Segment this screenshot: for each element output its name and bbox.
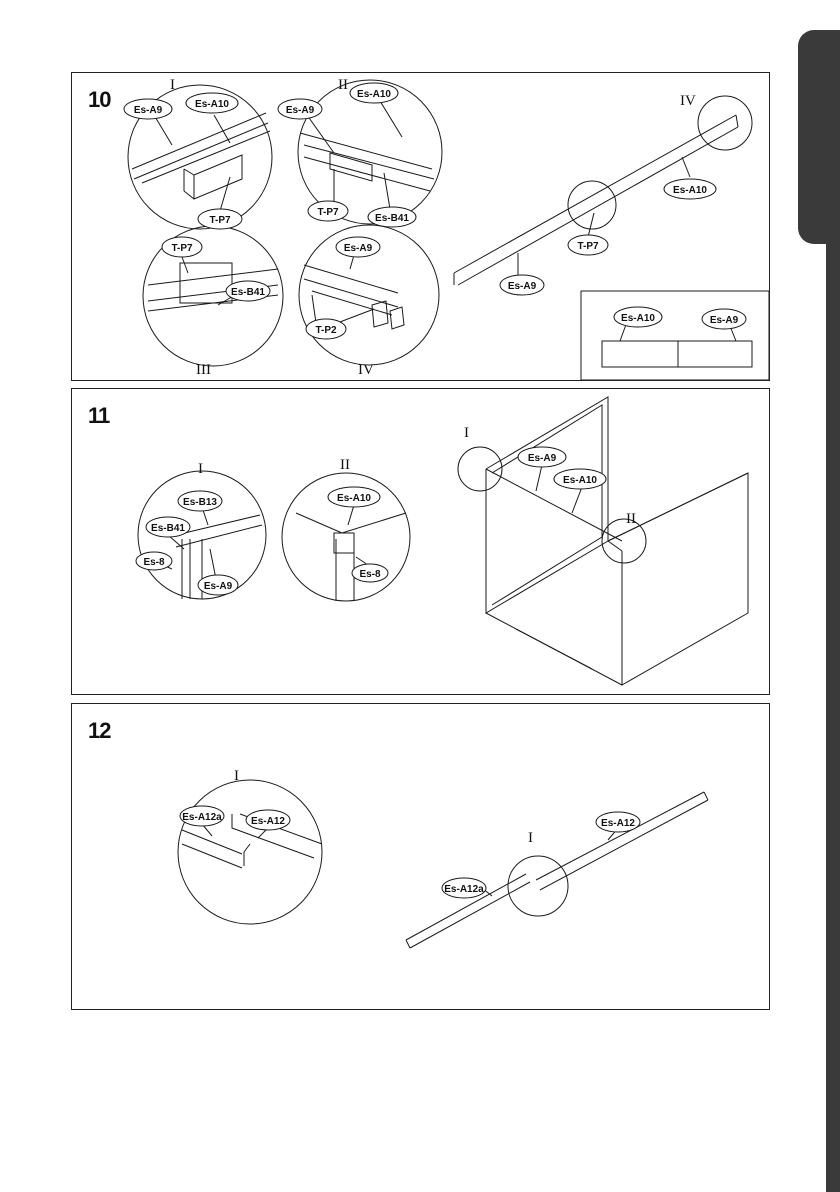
- marker-I: I: [234, 768, 239, 784]
- label-Es-8: Es-8: [143, 557, 165, 568]
- label-Es-A9: Es-A9: [508, 281, 537, 292]
- label-Es-A12a: Es-A12a: [444, 884, 484, 895]
- marker-III: III: [196, 362, 211, 378]
- step-11-diagram: I II I II Es-B13 Es-B41 Es-8 Es-A9 Es-A1…: [72, 389, 769, 694]
- marker-main-I: I: [464, 425, 469, 441]
- detail-circle-I: [178, 780, 322, 924]
- label-Es-A9: Es-A9: [528, 453, 557, 464]
- label-Es-8: Es-8: [359, 569, 381, 580]
- main-circle-I: [458, 447, 502, 491]
- label-Es-A9: Es-A9: [710, 315, 739, 326]
- marker-II: II: [338, 77, 348, 93]
- label-Es-B41: Es-B41: [375, 213, 409, 224]
- label-Es-A12a: Es-A12a: [182, 812, 222, 823]
- label-Es-A10: Es-A10: [195, 99, 229, 110]
- label-T-P7: T-P7: [317, 207, 339, 218]
- marker-main-I: I: [528, 830, 533, 846]
- label-T-P7: T-P7: [577, 241, 599, 252]
- step-12-diagram: I I Es-A12a Es-A12 Es-A12 Es-A12a: [72, 704, 769, 1009]
- label-T-P2: T-P2: [315, 325, 337, 336]
- marker-main-II: II: [626, 511, 636, 527]
- marker-II: II: [340, 457, 350, 473]
- label-Es-B13: Es-B13: [183, 497, 217, 508]
- label-Es-A10: Es-A10: [337, 493, 371, 504]
- marker-I: I: [198, 461, 203, 477]
- marker-main-IV: IV: [680, 93, 696, 109]
- step-11-panel: 11: [71, 388, 770, 695]
- section-tab: [798, 30, 840, 244]
- label-Es-A12: Es-A12: [251, 816, 285, 827]
- marker-IV: IV: [358, 362, 374, 378]
- step-10-panel: 10: [71, 72, 770, 381]
- marker-I: I: [170, 77, 175, 93]
- main-circle-IV: [698, 96, 752, 150]
- label-Es-A10: Es-A10: [621, 313, 655, 324]
- section-edge-strip: [826, 244, 840, 1192]
- step-12-panel: 12: [71, 703, 770, 1010]
- label-Es-A9: Es-A9: [286, 105, 315, 116]
- label-Es-B41: Es-B41: [151, 523, 185, 534]
- label-Es-B41: Es-B41: [231, 287, 265, 298]
- label-Es-A9: Es-A9: [134, 105, 163, 116]
- label-Es-A9: Es-A9: [344, 243, 373, 254]
- main-circle-I: [508, 856, 568, 916]
- label-Es-A12: Es-A12: [601, 818, 635, 829]
- label-Es-A10: Es-A10: [673, 185, 707, 196]
- label-Es-A10: Es-A10: [563, 475, 597, 486]
- label-Es-A9: Es-A9: [204, 581, 233, 592]
- step-10-diagram: I II III IV IV: [72, 73, 769, 380]
- label-T-P7: T-P7: [209, 215, 231, 226]
- label-T-P7: T-P7: [171, 243, 193, 254]
- label-Es-A10: Es-A10: [357, 89, 391, 100]
